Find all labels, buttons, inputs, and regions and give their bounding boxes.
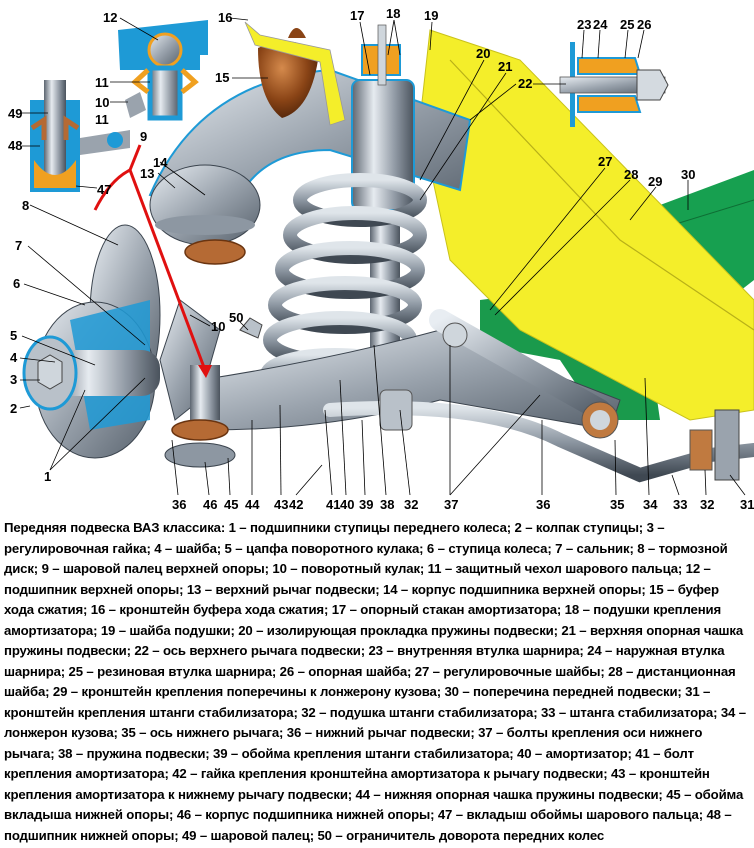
figure-caption: Передняя подвеска ВАЗ классика: 1 – подш… [4, 520, 746, 843]
callout-7: 7 [15, 238, 23, 253]
callout-19: 19 [424, 8, 439, 23]
callout-49: 49 [8, 106, 23, 121]
callout-40: 40 [340, 497, 355, 512]
inset-joint-section [559, 42, 669, 127]
callout-13: 13 [140, 166, 155, 181]
callout-46: 46 [203, 497, 218, 512]
callout-24: 24 [593, 17, 608, 32]
callout-42: 42 [289, 497, 304, 512]
callout-25: 25 [620, 17, 635, 32]
callout-3: 3 [10, 372, 18, 387]
callout-20: 20 [476, 46, 491, 61]
callout-11: 11 [95, 75, 109, 90]
callout-5: 5 [10, 328, 18, 343]
callout-11: 11 [95, 112, 109, 127]
callout-12: 12 [103, 10, 118, 25]
callout-32: 32 [700, 497, 715, 512]
callout-45: 45 [224, 497, 239, 512]
callout-22: 22 [518, 76, 533, 91]
callout-43: 43 [274, 497, 289, 512]
suspension-diagram: 1 2 3 4 5 6 7 8 9 10 10 11 11 12 13 14 1… [8, 6, 754, 512]
lower-arm-shape [199, 309, 621, 439]
callout-37: 37 [444, 497, 459, 512]
callout-36: 36 [172, 497, 187, 512]
callout-8: 8 [22, 198, 30, 213]
steering-knuckle-shape [159, 299, 263, 468]
callout-50: 50 [229, 310, 244, 325]
callout-6: 6 [13, 276, 21, 291]
callout-41: 41 [326, 497, 341, 512]
inset-lower-ball-joint [30, 80, 130, 192]
callout-48: 48 [8, 138, 23, 153]
callout-38: 38 [380, 497, 395, 512]
buffer-shape [244, 21, 346, 126]
inset-upper-ball-joint [118, 20, 208, 121]
callout-27: 27 [598, 154, 613, 169]
callout-4: 4 [10, 350, 18, 365]
stabilizer-bar-shape [323, 389, 754, 483]
callout-21: 21 [498, 59, 513, 74]
callout-17: 17 [350, 8, 365, 23]
callout-10: 10 [211, 319, 226, 334]
callout-9: 9 [140, 129, 148, 144]
callout-35: 35 [610, 497, 625, 512]
callout-32: 32 [404, 497, 419, 512]
callout-31: 31 [740, 497, 754, 512]
callout-16: 16 [218, 10, 233, 25]
callout-29: 29 [648, 174, 663, 189]
leader-lines [19, 17, 746, 496]
suspension-illustration [19, 17, 754, 496]
callout-26: 26 [637, 17, 652, 32]
callout-14: 14 [153, 155, 168, 170]
callout-1: 1 [44, 469, 52, 484]
callout-36: 36 [536, 497, 551, 512]
callout-15: 15 [215, 70, 230, 85]
callout-47: 47 [97, 182, 112, 197]
callout-2: 2 [10, 401, 18, 416]
callout-30: 30 [681, 167, 696, 182]
callout-39: 39 [359, 497, 374, 512]
callout-28: 28 [624, 167, 639, 182]
callout-10: 10 [95, 95, 110, 110]
callout-18: 18 [386, 6, 401, 21]
callout-33: 33 [673, 497, 688, 512]
callout-23: 23 [577, 17, 592, 32]
red-arrow-shape [93, 144, 212, 378]
callout-44: 44 [245, 497, 260, 512]
callout-34: 34 [643, 497, 658, 512]
